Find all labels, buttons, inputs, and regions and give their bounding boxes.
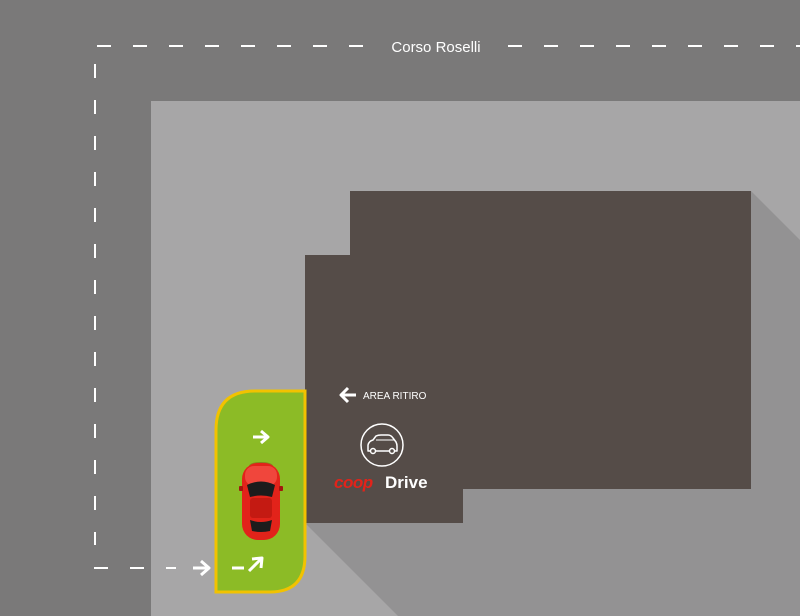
- store-building: [305, 191, 751, 523]
- pickup-area-label: AREA RITIRO: [363, 391, 427, 402]
- logo-drive: Drive: [385, 473, 428, 492]
- arrow-left-icon: [339, 386, 356, 404]
- building-shadow: [463, 191, 800, 616]
- entry-arrow-icon: [193, 559, 211, 577]
- street-label: Corso Roselli: [391, 39, 480, 56]
- logo-coop: coop: [334, 473, 373, 492]
- coop-drive-logo: coop Drive: [334, 473, 428, 492]
- arrow-up-right-icon: [247, 556, 264, 573]
- building-shadow-lower: [305, 523, 463, 616]
- car-badge-icon: [360, 423, 404, 467]
- car-icon: [239, 462, 283, 540]
- arrow-right-icon: [253, 429, 270, 445]
